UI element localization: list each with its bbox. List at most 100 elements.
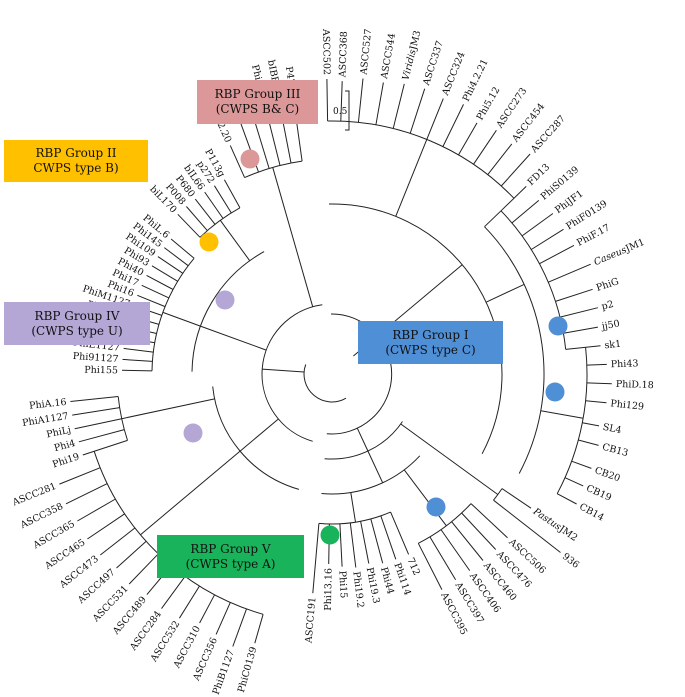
rbp-group-i-box: RBP Group I (CWPS type C) <box>358 321 503 364</box>
rbp-group-iv-box: RBP Group IV (CWPS type U) <box>4 302 150 345</box>
leaf-label-italic: Viridis <box>400 48 418 81</box>
leaf-branch <box>178 585 200 619</box>
leaf-label-italic: Caseus <box>592 244 628 268</box>
leaf-branch <box>74 418 122 430</box>
leaf-label: CB20 <box>593 465 622 484</box>
leaf-label: ASCC544 <box>379 32 398 80</box>
leaf-label-text: PhiF.17 <box>575 222 612 249</box>
leaf-label: Phi91127 <box>72 350 118 364</box>
leaf-branch <box>177 213 201 238</box>
leaf-label: CaseusJM1 <box>592 236 646 267</box>
tree-spoke <box>272 167 314 307</box>
rbp-group-i-title: RBP Group I <box>392 327 469 342</box>
tree-arc <box>191 251 265 372</box>
leaf-label-text: ASCC544 <box>379 32 398 80</box>
leaf-branch <box>370 518 384 564</box>
tree-spoke <box>162 311 201 327</box>
leaf-branch <box>500 153 531 187</box>
leaf-branch <box>123 347 154 353</box>
tree-spoke <box>484 210 502 228</box>
leaf-label-text: 936 <box>560 551 581 571</box>
group-i-node-marker <box>548 316 568 336</box>
rbp-group-v-subtitle: (CWPS type A) <box>185 556 276 571</box>
leaf-label: PhiG <box>595 276 620 294</box>
leaf-branch <box>141 284 170 299</box>
leaf-label: Phi44 <box>378 566 396 596</box>
tree-arc <box>151 257 195 371</box>
tree-arc <box>303 364 347 403</box>
leaf-branch <box>72 407 120 416</box>
leaf-branch <box>571 460 592 469</box>
leaf-branch <box>121 369 153 372</box>
leaf-label-italic: Pastus <box>530 505 563 532</box>
leaf-label-text: Phi91127 <box>72 350 118 364</box>
leaf-branch <box>539 244 575 265</box>
group-iv-subclade-node-marker <box>183 423 203 443</box>
leaf-branch <box>555 288 593 302</box>
leaf-label-text: JM1 <box>623 236 646 254</box>
rbp-group-iv-subtitle: (CWPS type U) <box>31 323 123 338</box>
leaf-branch <box>186 206 208 231</box>
rbp-group-iii-box: RBP Group III (CWPS B& C) <box>197 80 318 124</box>
leaf-label-text: CB14 <box>578 501 606 523</box>
leaf-branch <box>137 294 166 308</box>
leaf-branch <box>360 521 370 564</box>
group-i-subclade-node-marker-2 <box>426 497 446 517</box>
tree-arc <box>324 421 403 460</box>
tree-arc <box>327 120 515 199</box>
leaf-branch <box>87 513 125 540</box>
leaf-branch <box>312 523 320 594</box>
leaf-branch <box>254 614 264 644</box>
leaf-branch <box>559 307 599 318</box>
leaf-label: ASCC324 <box>439 50 467 98</box>
leaf-branch <box>339 523 343 567</box>
leaf-label-text: PhiLj <box>45 424 72 440</box>
leaf-label: CB14 <box>578 501 606 523</box>
leaf-label: Phi19.2 <box>351 571 366 609</box>
tree-arc <box>328 203 503 455</box>
leaf-branch <box>426 98 444 140</box>
group-node-markers <box>183 149 568 545</box>
tree-spoke <box>350 492 356 523</box>
tree-spoke <box>400 423 499 495</box>
tree-spoke <box>239 418 279 452</box>
leaf-branch <box>470 503 508 539</box>
leaf-branch <box>429 536 457 580</box>
tree-spoke <box>262 368 305 373</box>
leaf-label: PhiA.16 <box>29 396 67 411</box>
leaf-branch <box>161 576 186 609</box>
leaf-label-text: ASCC337 <box>420 39 445 87</box>
leaf-branch <box>213 185 232 214</box>
leaf-branch <box>380 515 397 560</box>
tree-spoke <box>219 220 251 261</box>
leaf-label: ASCC337 <box>420 39 445 87</box>
leaf-branch <box>163 247 189 267</box>
leaf-branch <box>204 191 224 219</box>
tree-arc <box>326 313 393 435</box>
tree-spoke <box>540 410 584 419</box>
tree-spoke <box>140 450 241 536</box>
leaf-branch <box>458 122 478 156</box>
leaf-branch <box>122 358 153 362</box>
leaf-label-text: Phi15 <box>337 570 349 598</box>
leaf-label-text: CB19 <box>585 482 614 503</box>
leaf-branch <box>451 521 484 561</box>
leaf-branch <box>170 238 195 259</box>
leaf-branch <box>223 179 241 209</box>
leaf-label: sk1 <box>604 338 622 351</box>
leaf-branch <box>586 363 607 366</box>
leaf-branch <box>326 78 329 122</box>
leaf-label-text: CB20 <box>593 465 622 484</box>
leaf-label: PhiF.17 <box>575 222 612 249</box>
leaf-branch <box>511 200 540 224</box>
group-iv-node-marker <box>215 290 235 310</box>
leaf-branch <box>128 553 159 585</box>
leaf-branch <box>59 467 101 485</box>
leaf-label-text: SL4 <box>602 421 623 435</box>
leaf-label-text: ASCC502 <box>320 28 332 75</box>
leaf-branch <box>146 274 174 290</box>
scale-bar-line <box>345 90 350 131</box>
leaf-label: ASCC191 <box>303 597 318 645</box>
leaf-branch <box>565 345 601 350</box>
rbp-group-v-box: RBP Group V (CWPS type A) <box>157 535 304 578</box>
